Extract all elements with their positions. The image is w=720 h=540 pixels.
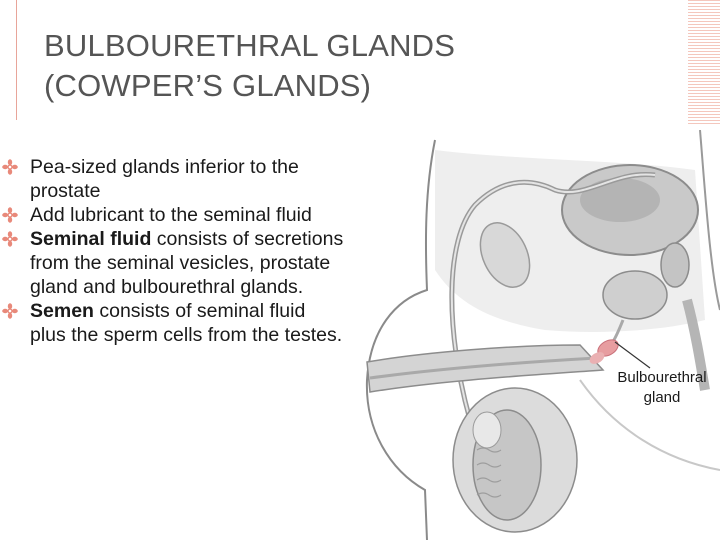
back-skin xyxy=(699,130,720,311)
corner-stripe-pattern xyxy=(688,0,720,126)
prostate xyxy=(602,270,668,320)
bulbourethral-gland-2 xyxy=(589,352,605,364)
left-accent-rule xyxy=(16,0,17,120)
bullet-item: Pea-sized glands inferior to the prostat… xyxy=(0,155,345,203)
bullet-text: consists of seminal fluid plus the sperm… xyxy=(30,300,343,346)
flower-bullet-icon xyxy=(2,159,18,175)
anatomy-illustration xyxy=(365,130,720,540)
seminal-vesicle xyxy=(660,242,690,288)
rectum xyxy=(682,298,710,391)
epididymis xyxy=(472,411,502,449)
bullet-bold: Semen xyxy=(30,300,94,322)
bullet-text: Add lubricant to the seminal fluid xyxy=(30,204,312,226)
bullet-item: Seminal fluid consists of secretions fro… xyxy=(0,227,345,299)
bullet-bold: Seminal fluid xyxy=(30,228,152,250)
title-line-2: (COWPER’S GLANDS) xyxy=(44,68,372,103)
perineum-contour xyxy=(579,379,720,471)
bullet-text: consists of secretions from the seminal … xyxy=(30,228,344,298)
vas-deferens-inner xyxy=(450,173,656,421)
flower-bullet-icon xyxy=(2,303,18,319)
title-line-1: BULBOURETHRAL GLANDS xyxy=(44,28,456,63)
body-outline xyxy=(365,139,436,540)
bullet-item: Add lubricant to the seminal fluid xyxy=(0,203,345,227)
penis-shaft xyxy=(366,344,605,393)
bullet-item: Semen consists of seminal fluid plus the… xyxy=(0,299,345,347)
flower-bullet-icon xyxy=(2,231,18,247)
callout-line xyxy=(614,341,651,369)
bladder-shadow xyxy=(580,178,660,222)
flower-bullet-icon xyxy=(2,207,18,223)
pubic-bone xyxy=(479,222,531,288)
slide-title: BULBOURETHRAL GLANDS (COWPER’S GLANDS) xyxy=(44,26,455,106)
bullet-list: Pea-sized glands inferior to the prostat… xyxy=(0,155,345,347)
callout-label-line-2: gland xyxy=(643,389,681,406)
seminiferous-tubules xyxy=(476,447,502,498)
callout-label: Bulbourethral gland xyxy=(604,368,720,408)
bullet-text: Pea-sized glands inferior to the prostat… xyxy=(30,156,299,202)
callout-label-line-1: Bulbourethral xyxy=(617,369,707,386)
